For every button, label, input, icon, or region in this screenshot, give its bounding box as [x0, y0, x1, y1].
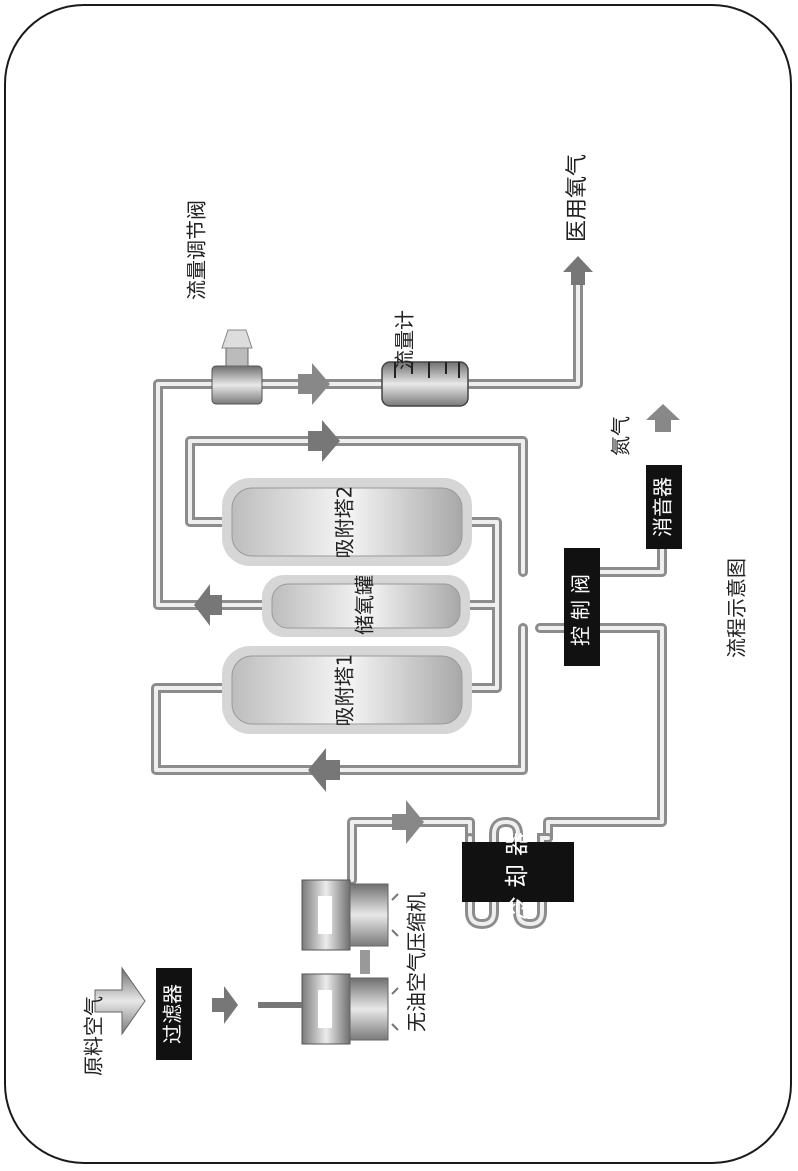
muffler-label-box: 消音器 [646, 465, 682, 549]
oxygen-storage-tank [262, 575, 470, 637]
diagram-title: 流程示意图 [725, 558, 749, 658]
flow-arrow-tower2-loop [308, 420, 340, 462]
oil-free-compressor [258, 879, 399, 1045]
control-valve-label: 控制阀 [569, 568, 593, 646]
nitrogen-label: 氮气 [609, 416, 633, 456]
flow-arrow-flowmeter-in [298, 363, 330, 405]
muffler-label: 消音器 [651, 477, 675, 537]
cooler-coil [465, 816, 553, 930]
flow-arrow-filter-out [212, 986, 238, 1024]
flow-regulator-label: 流量调节阀 [185, 200, 209, 300]
flowmeter [381, 361, 469, 407]
filter-label-box: 过滤器 [156, 968, 192, 1060]
tower2-label: 吸附塔2 [333, 486, 357, 559]
raw-air-label: 原料空气 [82, 996, 106, 1076]
flow-arrow-compressor-out [392, 800, 424, 844]
oxygen-tank-label: 储氧罐 [353, 575, 377, 635]
adsorption-tower-1 [222, 646, 472, 734]
diagram-frame [4, 4, 792, 1164]
flow-arrow-medical-oxygen [563, 256, 593, 285]
cooler-label-box: 冷却器 [462, 824, 574, 920]
flow-arrow-raw-air [94, 966, 146, 1036]
flow-arrow-tower1-loop [308, 748, 340, 792]
flow-arrow-nitrogen [646, 404, 680, 432]
flow-arrow-tank-out [194, 584, 222, 626]
cooler-label: 冷却器 [503, 824, 531, 920]
adsorption-tower-2 [222, 478, 472, 566]
control-valve-label-box: 控制阀 [564, 548, 600, 666]
tower1-label: 吸附塔1 [333, 654, 357, 727]
filter-label: 过滤器 [161, 984, 185, 1044]
compressor-label: 无油空气压缩机 [405, 892, 429, 1032]
flow-regulator-valve [211, 329, 263, 405]
medical-oxygen-label: 医用氧气 [565, 154, 590, 242]
flowmeter-label: 流量计 [393, 310, 417, 370]
